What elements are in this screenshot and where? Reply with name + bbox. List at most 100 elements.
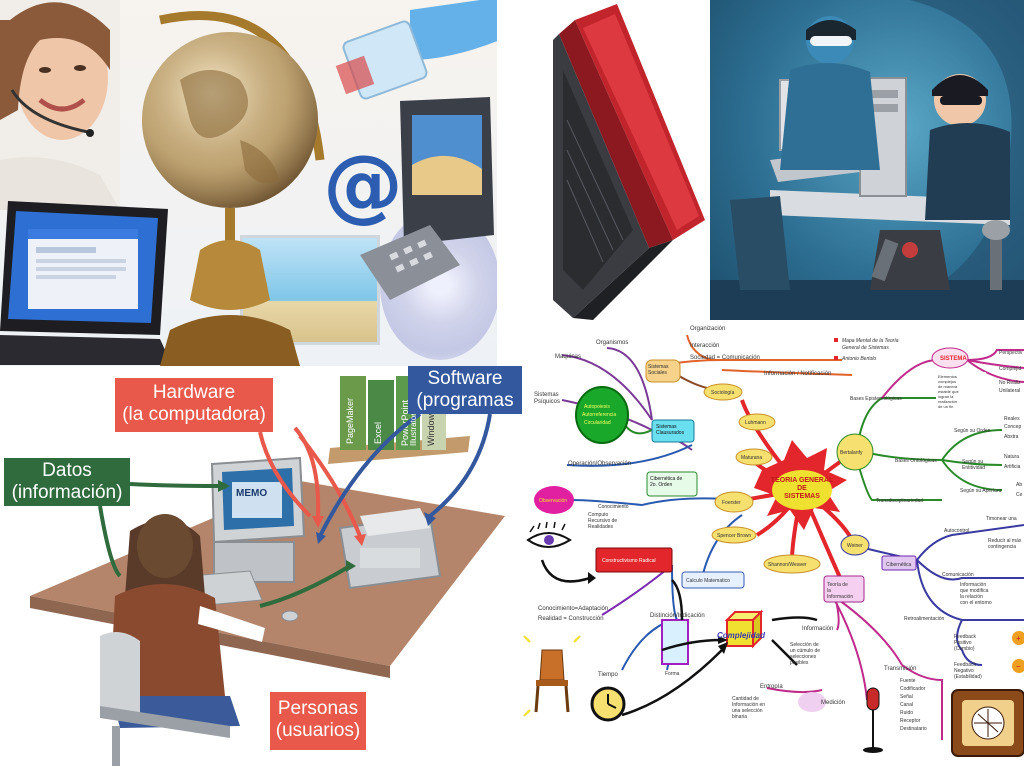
mind-map-node-fuente: Fuente [900, 678, 916, 684]
mind-map-node-calculo: Calculo Matematico [686, 578, 730, 584]
mind-map-node-ce: Ce [1016, 492, 1023, 498]
mind-map-node-timonear: Timonear una [986, 516, 1017, 522]
mind-map-node-sistema: SISTEMA [940, 356, 967, 362]
legend-text: Mapa Mental de la Teoría [842, 338, 899, 344]
mind-map-node-organizacion: Organización [690, 326, 725, 332]
mobile-phone-image [360, 97, 494, 300]
book-label: Illustrator [409, 413, 418, 446]
mind-map-node-conocimiento: Conocimiento [598, 504, 629, 510]
mind-map-node-organismos: Organismos [596, 340, 628, 346]
book-label: Excel [373, 422, 383, 444]
datos-label: Datos (información) [4, 458, 130, 506]
monitor-memo-text: MEMO [236, 488, 267, 499]
mind-map-node-sociologia: Sociología [711, 390, 735, 396]
computer-system-diagram: PageMaker Excel PowerPoint Windows MEMO [0, 366, 522, 768]
hardware-subtitle: (la computadora) [122, 404, 266, 425]
mind-map-node-segun-apertura: Según su Apertura [960, 488, 1002, 494]
hardware-title: Hardware [152, 382, 236, 403]
mind-map-node-ruido: Ruido [900, 710, 913, 716]
mind-map-node-destinatario: Destinatario [900, 726, 927, 732]
mind-map-node-transdisc: Transdisciplinariedad [876, 498, 923, 504]
mind-map-node-autopoiesis: Autopoiesis [584, 404, 610, 410]
complejidad-cube-icon [724, 609, 764, 649]
at-sign-icon: @ [323, 138, 403, 231]
mind-map-node-ab: Ab [1016, 482, 1022, 488]
mind-map-node-plus: + [1016, 634, 1021, 643]
network-cable-image [335, 0, 497, 100]
mind-map-node-canal: Canal [900, 702, 913, 708]
mind-map-node-interaccion: Interacción [690, 343, 719, 349]
eye-icon [526, 521, 572, 548]
clock-icon [590, 686, 626, 722]
computer-monitor [210, 456, 306, 583]
node-bubbles [534, 347, 1024, 712]
mind-map-node-autocontrol: Autocontrol [944, 528, 969, 534]
mind-map-node-observacion: Observación [539, 498, 567, 504]
mind-map-node-natural: Natura [1004, 454, 1019, 460]
legend-text: General de Sistemas [842, 345, 889, 351]
mind-map-node-retroalim: Retroalimentación [904, 616, 945, 622]
mind-map-node-receptor: Receptor [900, 718, 921, 724]
radio-icon [951, 689, 1024, 757]
mind-map-node-transmision: Transmisión [884, 666, 916, 672]
mind-map-node-complejidad: Complejidad [717, 631, 766, 640]
diagram-artwork: PageMaker Excel PowerPoint Windows MEMO [30, 376, 505, 766]
mind-map-node-abstrac: Abstra [1004, 434, 1019, 440]
mind-map-node-bases-epist: Bases Epistemológicas [850, 396, 902, 402]
datos-subtitle: (información) [11, 482, 123, 503]
mind-map-node-senal: Señal [900, 694, 913, 700]
mind-map-node-informacion-notif: Información / Notificación [764, 371, 831, 377]
datos-title: Datos [42, 460, 92, 481]
mind-map-node-realidad: Realidad = Construcción [538, 616, 604, 622]
mind-map-node-tiempo: Tiempo [598, 672, 618, 678]
software-title: Software [427, 368, 503, 389]
curved-arrows [540, 559, 818, 717]
ict-collage-photo: @ [0, 0, 497, 366]
hardware-label: Hardware (la computadora) [115, 378, 273, 432]
user-person [100, 514, 265, 766]
mind-map-node-shannon: Shannon/Weaver [768, 562, 807, 568]
mind-map-node-segun-orden: Según su Orden [954, 428, 991, 434]
mind-map-node-bases-onto: Bases Ontológicas [895, 458, 937, 464]
mind-map-node-artificial: Artificia [1004, 464, 1021, 470]
mind-map-node-distincion: Distinción/Indicación [650, 613, 705, 619]
mind-map-node-circularidad: Circularidad [584, 420, 611, 426]
mind-map-node-foerster: Foerster [722, 500, 741, 506]
mind-map-node-constructivismo: Constructivismo Radical [602, 558, 656, 564]
headset-woman-image [0, 0, 120, 210]
printer [338, 508, 442, 590]
laptop-image [0, 201, 172, 365]
mind-map-node-informacion: Información [802, 626, 833, 632]
personas-label: Personas (usuarios) [270, 692, 366, 750]
mind-map-node-weiner: Weiner [847, 543, 863, 549]
chair-icon [523, 635, 581, 717]
mind-map-node-codificador: Codificador [900, 686, 926, 692]
mind-map-node-bertalanfy: Bertalanfy [840, 450, 863, 456]
mind-map-node-concept: Concep [1004, 424, 1021, 430]
software-label: Software (programas [408, 366, 522, 414]
mind-map-node-entropia: Entropía [760, 684, 783, 690]
red-laptop-photo [553, 0, 710, 320]
mind-map-node-sociedad: Sociedad = Comunicación [690, 355, 760, 361]
mind-map-node-op-obs: Operación/Observación [568, 461, 631, 467]
globe-image [142, 11, 325, 366]
legend-text: Antonio Bertolo [841, 356, 876, 362]
mind-map-node-medicion: Medición [821, 700, 845, 706]
personas-title: Personas [277, 698, 359, 719]
